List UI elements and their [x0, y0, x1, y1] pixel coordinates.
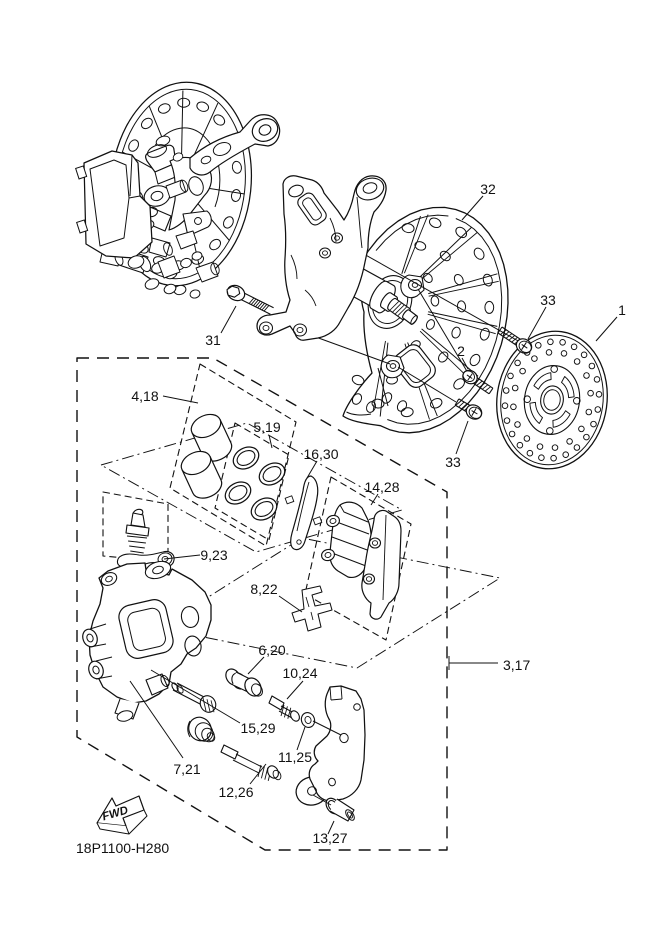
svg-text:33: 33: [540, 292, 556, 308]
svg-text:3,17: 3,17: [503, 657, 530, 673]
svg-text:18P1100-H280: 18P1100-H280: [76, 840, 169, 856]
svg-text:4,18: 4,18: [131, 388, 158, 404]
svg-text:1: 1: [618, 302, 626, 318]
svg-text:14,28: 14,28: [364, 479, 399, 495]
svg-text:31: 31: [205, 332, 221, 348]
svg-text:33: 33: [445, 454, 461, 470]
svg-text:16,30: 16,30: [303, 446, 338, 462]
svg-text:5,19: 5,19: [253, 419, 280, 435]
svg-text:13,27: 13,27: [312, 830, 347, 846]
svg-text:2: 2: [457, 343, 465, 359]
svg-text:7,21: 7,21: [173, 761, 200, 777]
svg-text:6,20: 6,20: [258, 642, 285, 658]
svg-text:12,26: 12,26: [218, 784, 253, 800]
svg-text:8,22: 8,22: [250, 581, 277, 597]
svg-text:10,24: 10,24: [282, 665, 317, 681]
svg-text:9,23: 9,23: [200, 547, 227, 563]
svg-text:32: 32: [480, 181, 496, 197]
svg-text:11,25: 11,25: [278, 749, 312, 765]
svg-text:15,29: 15,29: [240, 720, 275, 736]
